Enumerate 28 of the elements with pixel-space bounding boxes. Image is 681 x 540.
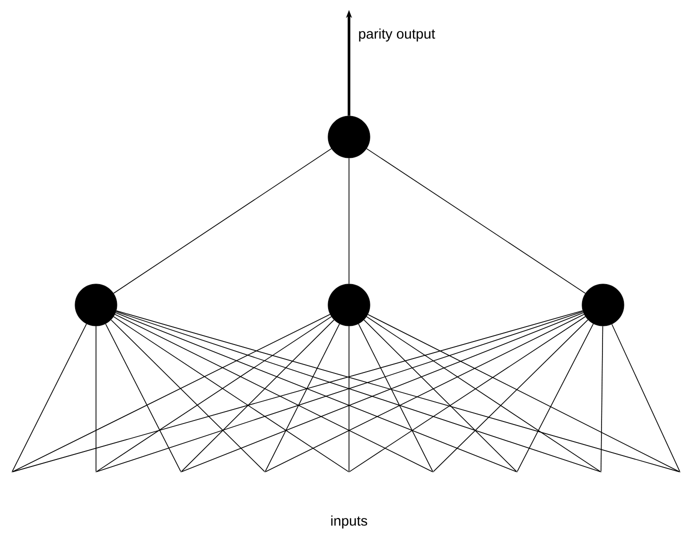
connection-line bbox=[12, 324, 87, 472]
connection-line bbox=[611, 324, 680, 472]
connection-line bbox=[113, 148, 332, 294]
connection-line bbox=[105, 323, 182, 472]
circle-node bbox=[582, 284, 624, 326]
edge-label: parity output bbox=[359, 28, 436, 42]
axis-label: inputs bbox=[331, 515, 368, 528]
connection-line bbox=[181, 320, 334, 472]
connection-line bbox=[114, 314, 433, 472]
circle-node bbox=[328, 284, 370, 326]
connection-line bbox=[516, 323, 594, 472]
connection-line bbox=[348, 326, 350, 472]
connection-line bbox=[115, 312, 517, 472]
connection-line bbox=[12, 314, 330, 472]
connection-line bbox=[600, 326, 604, 472]
connection-line bbox=[358, 324, 434, 472]
connection-line bbox=[265, 314, 584, 472]
connection-line bbox=[181, 312, 584, 472]
circle-node bbox=[74, 284, 118, 326]
connection-line bbox=[264, 324, 340, 472]
connection-line bbox=[348, 158, 350, 284]
connection-line bbox=[433, 319, 588, 472]
connection-line bbox=[366, 148, 586, 294]
connection-line bbox=[364, 320, 517, 472]
connection-line bbox=[368, 314, 680, 472]
connection-line bbox=[110, 319, 265, 472]
circle-node bbox=[328, 116, 370, 158]
connection-line bbox=[12, 310, 583, 472]
